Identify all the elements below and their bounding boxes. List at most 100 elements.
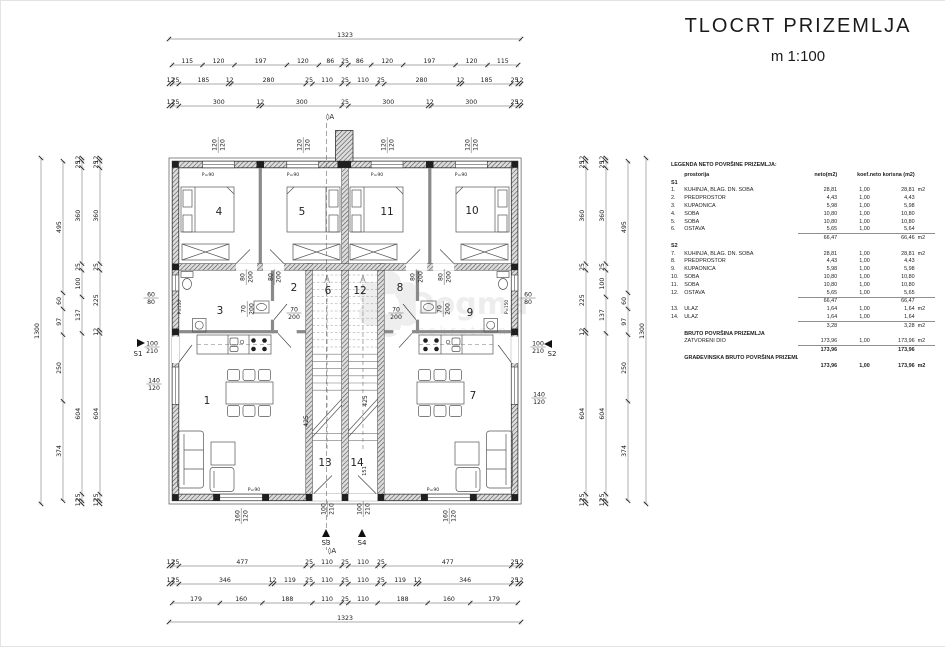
legend-cell: 5. [671, 218, 676, 225]
legend-cell: m2 [917, 250, 926, 257]
legend-cell [870, 354, 915, 362]
dim-label: 115 [181, 58, 193, 65]
legend-cell [684, 346, 798, 354]
chair [418, 369, 431, 381]
plan-line [583, 155, 589, 161]
legend-cell: m2 [917, 187, 926, 194]
plan-line [60, 498, 66, 504]
dim-label: 25 [93, 161, 100, 169]
plan-line [518, 619, 524, 625]
legend-row: BRUTO POVRŠINA PRIZEMLJA [671, 330, 935, 338]
plan-line [603, 330, 609, 336]
plan-line [176, 81, 182, 87]
plan-line [583, 261, 589, 267]
plan-line [166, 619, 172, 625]
legend-cell: 5,98 [904, 203, 915, 210]
dim-label: 188 [282, 596, 294, 603]
dim-label: 300 [296, 99, 308, 106]
dim-label: 137 [599, 309, 606, 321]
dim-label: 374 [56, 445, 63, 457]
dim-label: 100 [146, 340, 158, 347]
window-top-3 [370, 160, 404, 169]
dim-label: 25 [75, 263, 82, 271]
legend-cell: 173,96 [820, 338, 838, 345]
dim-label: 12 [516, 559, 524, 566]
dim-label: 100 [75, 278, 82, 290]
dim-label: 25 [341, 577, 349, 584]
plan-line [603, 294, 609, 300]
dim-label: 12 [414, 577, 422, 584]
plan-line [97, 330, 103, 336]
legend-cell: ZATVORENI DIO [684, 338, 726, 345]
plan-line [508, 563, 514, 569]
dim-label: 25 [599, 161, 606, 169]
legend-cell: SOBA [684, 218, 700, 225]
legend-cell [915, 313, 935, 321]
legend-cell: 5,98 [826, 266, 838, 273]
dim-label: 604 [579, 408, 586, 420]
dim-label: 110 [357, 577, 369, 584]
dim-label: 25 [341, 559, 349, 566]
plan-line [583, 501, 589, 507]
legend-cell: 1,00 [859, 218, 870, 225]
plan-line [603, 158, 609, 164]
dim-label: 160 [443, 596, 455, 603]
dim-label: 25 [172, 77, 180, 84]
dim-label: 12 [93, 156, 100, 164]
dim-label: 12 [75, 156, 82, 164]
plan-line [309, 81, 315, 87]
plan-line [583, 267, 589, 273]
dim-label: 60 [524, 291, 532, 298]
dim-label: 12 [269, 577, 277, 584]
legend-cell [684, 234, 798, 242]
plan-line [345, 81, 351, 87]
dim-label: 25 [341, 58, 349, 65]
dim-label: 477 [442, 559, 454, 566]
chair [433, 369, 447, 381]
dim-label: 25 [511, 577, 519, 584]
dim-label: 100 [357, 503, 364, 515]
dim-label: 12 [167, 99, 175, 106]
plan-line [169, 581, 175, 587]
dim-label: 250 [56, 362, 63, 374]
plan-line [303, 81, 309, 87]
legend-table: LEGENDA NETO POVRŠINE PRIZEMLJA: prostor… [671, 162, 935, 370]
legend-cell: 1,00 [859, 274, 870, 281]
legend-cell [915, 218, 935, 226]
dim-label: 12 [167, 77, 175, 84]
plan-line [38, 501, 44, 507]
legend-cell [837, 320, 870, 330]
plan-line [583, 158, 589, 164]
plan-annotation: 425 [362, 395, 369, 407]
plan-line [200, 62, 206, 68]
dim-label: 100 [321, 503, 328, 515]
plan-line [176, 563, 182, 569]
legend-cell: 1,00 [859, 266, 870, 273]
entrance-arrow-icon [322, 529, 330, 537]
legend-cell [914, 296, 935, 306]
room-number: 8 [397, 282, 404, 294]
plan-line [166, 563, 172, 569]
window-left-small [171, 274, 180, 292]
legend-cell: 173,96 [869, 345, 915, 354]
entrance-arrow-icon [544, 340, 552, 348]
plan-line [217, 600, 223, 606]
legend-cell: 6. [671, 226, 676, 233]
plan-line [643, 501, 649, 507]
dim-label: 374 [621, 445, 628, 457]
plan-line [348, 398, 378, 432]
legend-cell [915, 171, 935, 179]
plan-line [97, 267, 103, 273]
plan-line [515, 62, 521, 68]
dim-label: 25 [511, 99, 519, 106]
dim-label: 604 [75, 408, 82, 420]
legend-cell [837, 233, 870, 243]
